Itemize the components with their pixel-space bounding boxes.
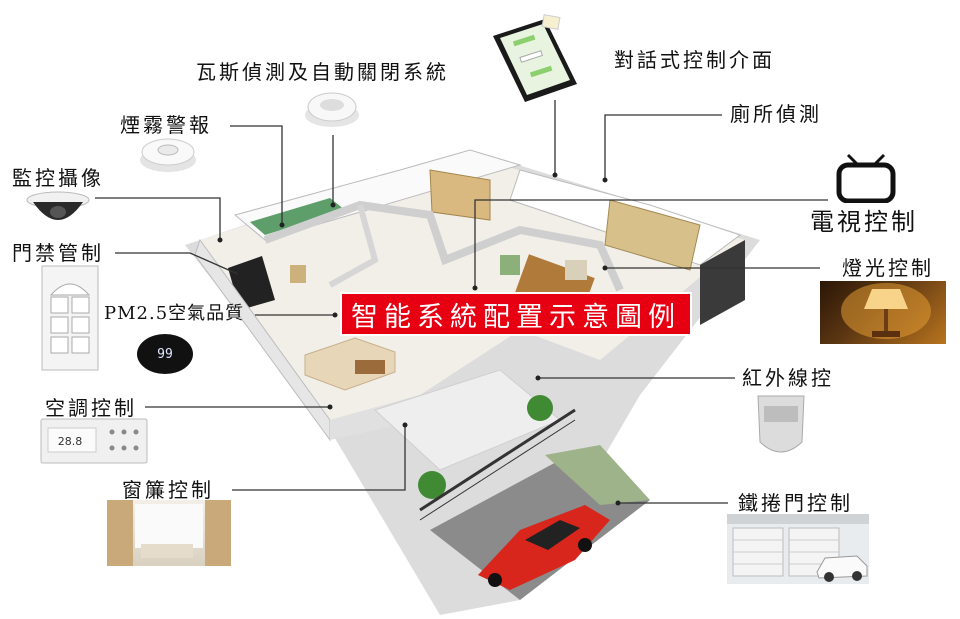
garage-door-photo xyxy=(727,514,869,584)
plant-1 xyxy=(527,395,553,421)
label-camera: 監控攝像 xyxy=(12,166,104,190)
smartphone-icon xyxy=(493,14,577,102)
smoke-alarm-icon xyxy=(140,138,196,172)
wardrobe xyxy=(604,199,701,271)
thermostat-readout: 28.8 xyxy=(58,435,83,448)
door-panel xyxy=(228,256,275,310)
tv-icon xyxy=(836,153,896,203)
label-toilet-detection: 廁所偵測 xyxy=(730,102,822,126)
coffee-table xyxy=(355,360,385,374)
curtain-photo xyxy=(107,500,231,566)
lower-room xyxy=(374,369,561,471)
garage-grass xyxy=(545,445,650,505)
door-icon xyxy=(41,265,99,371)
security-camera-icon xyxy=(26,191,90,220)
right-window xyxy=(700,240,745,325)
light-photo xyxy=(820,281,946,344)
sofa xyxy=(304,337,396,391)
air-quality-monitor-icon: 99 xyxy=(137,334,193,374)
label-smoke-alarm: 煙霧警報 xyxy=(120,113,212,137)
label-pm25: PM2.5空氣品質 xyxy=(104,303,245,324)
plant-2 xyxy=(418,471,446,499)
label-access-control: 門禁管制 xyxy=(12,241,104,265)
green-room xyxy=(250,198,345,235)
ir-sensor-icon xyxy=(757,395,805,453)
label-gas-detection: 瓦斯偵測及自動關閉系統 xyxy=(196,60,449,84)
label-curtain-control: 窗簾控制 xyxy=(122,478,214,502)
red-car xyxy=(478,505,610,590)
garage-floor xyxy=(430,460,650,600)
label-gate-control: 鐵捲門控制 xyxy=(738,491,853,515)
pm25-readout: 99 xyxy=(157,347,173,362)
house-base xyxy=(185,150,760,615)
label-tv-control: 電視控制 xyxy=(810,208,918,236)
label-ir-control: 紅外線控 xyxy=(742,366,834,390)
label-dialog-interface: 對話式控制介面 xyxy=(614,48,775,72)
thermostat-icon: 28.8 xyxy=(40,418,148,464)
gas-detector-icon xyxy=(305,92,359,127)
label-light-control: 燈光控制 xyxy=(842,256,934,280)
closet xyxy=(429,169,491,221)
label-ac-control: 空調控制 xyxy=(45,396,137,420)
diagram-title: 智能系統配置示意圖例 xyxy=(340,292,692,336)
house-floor xyxy=(200,155,745,420)
